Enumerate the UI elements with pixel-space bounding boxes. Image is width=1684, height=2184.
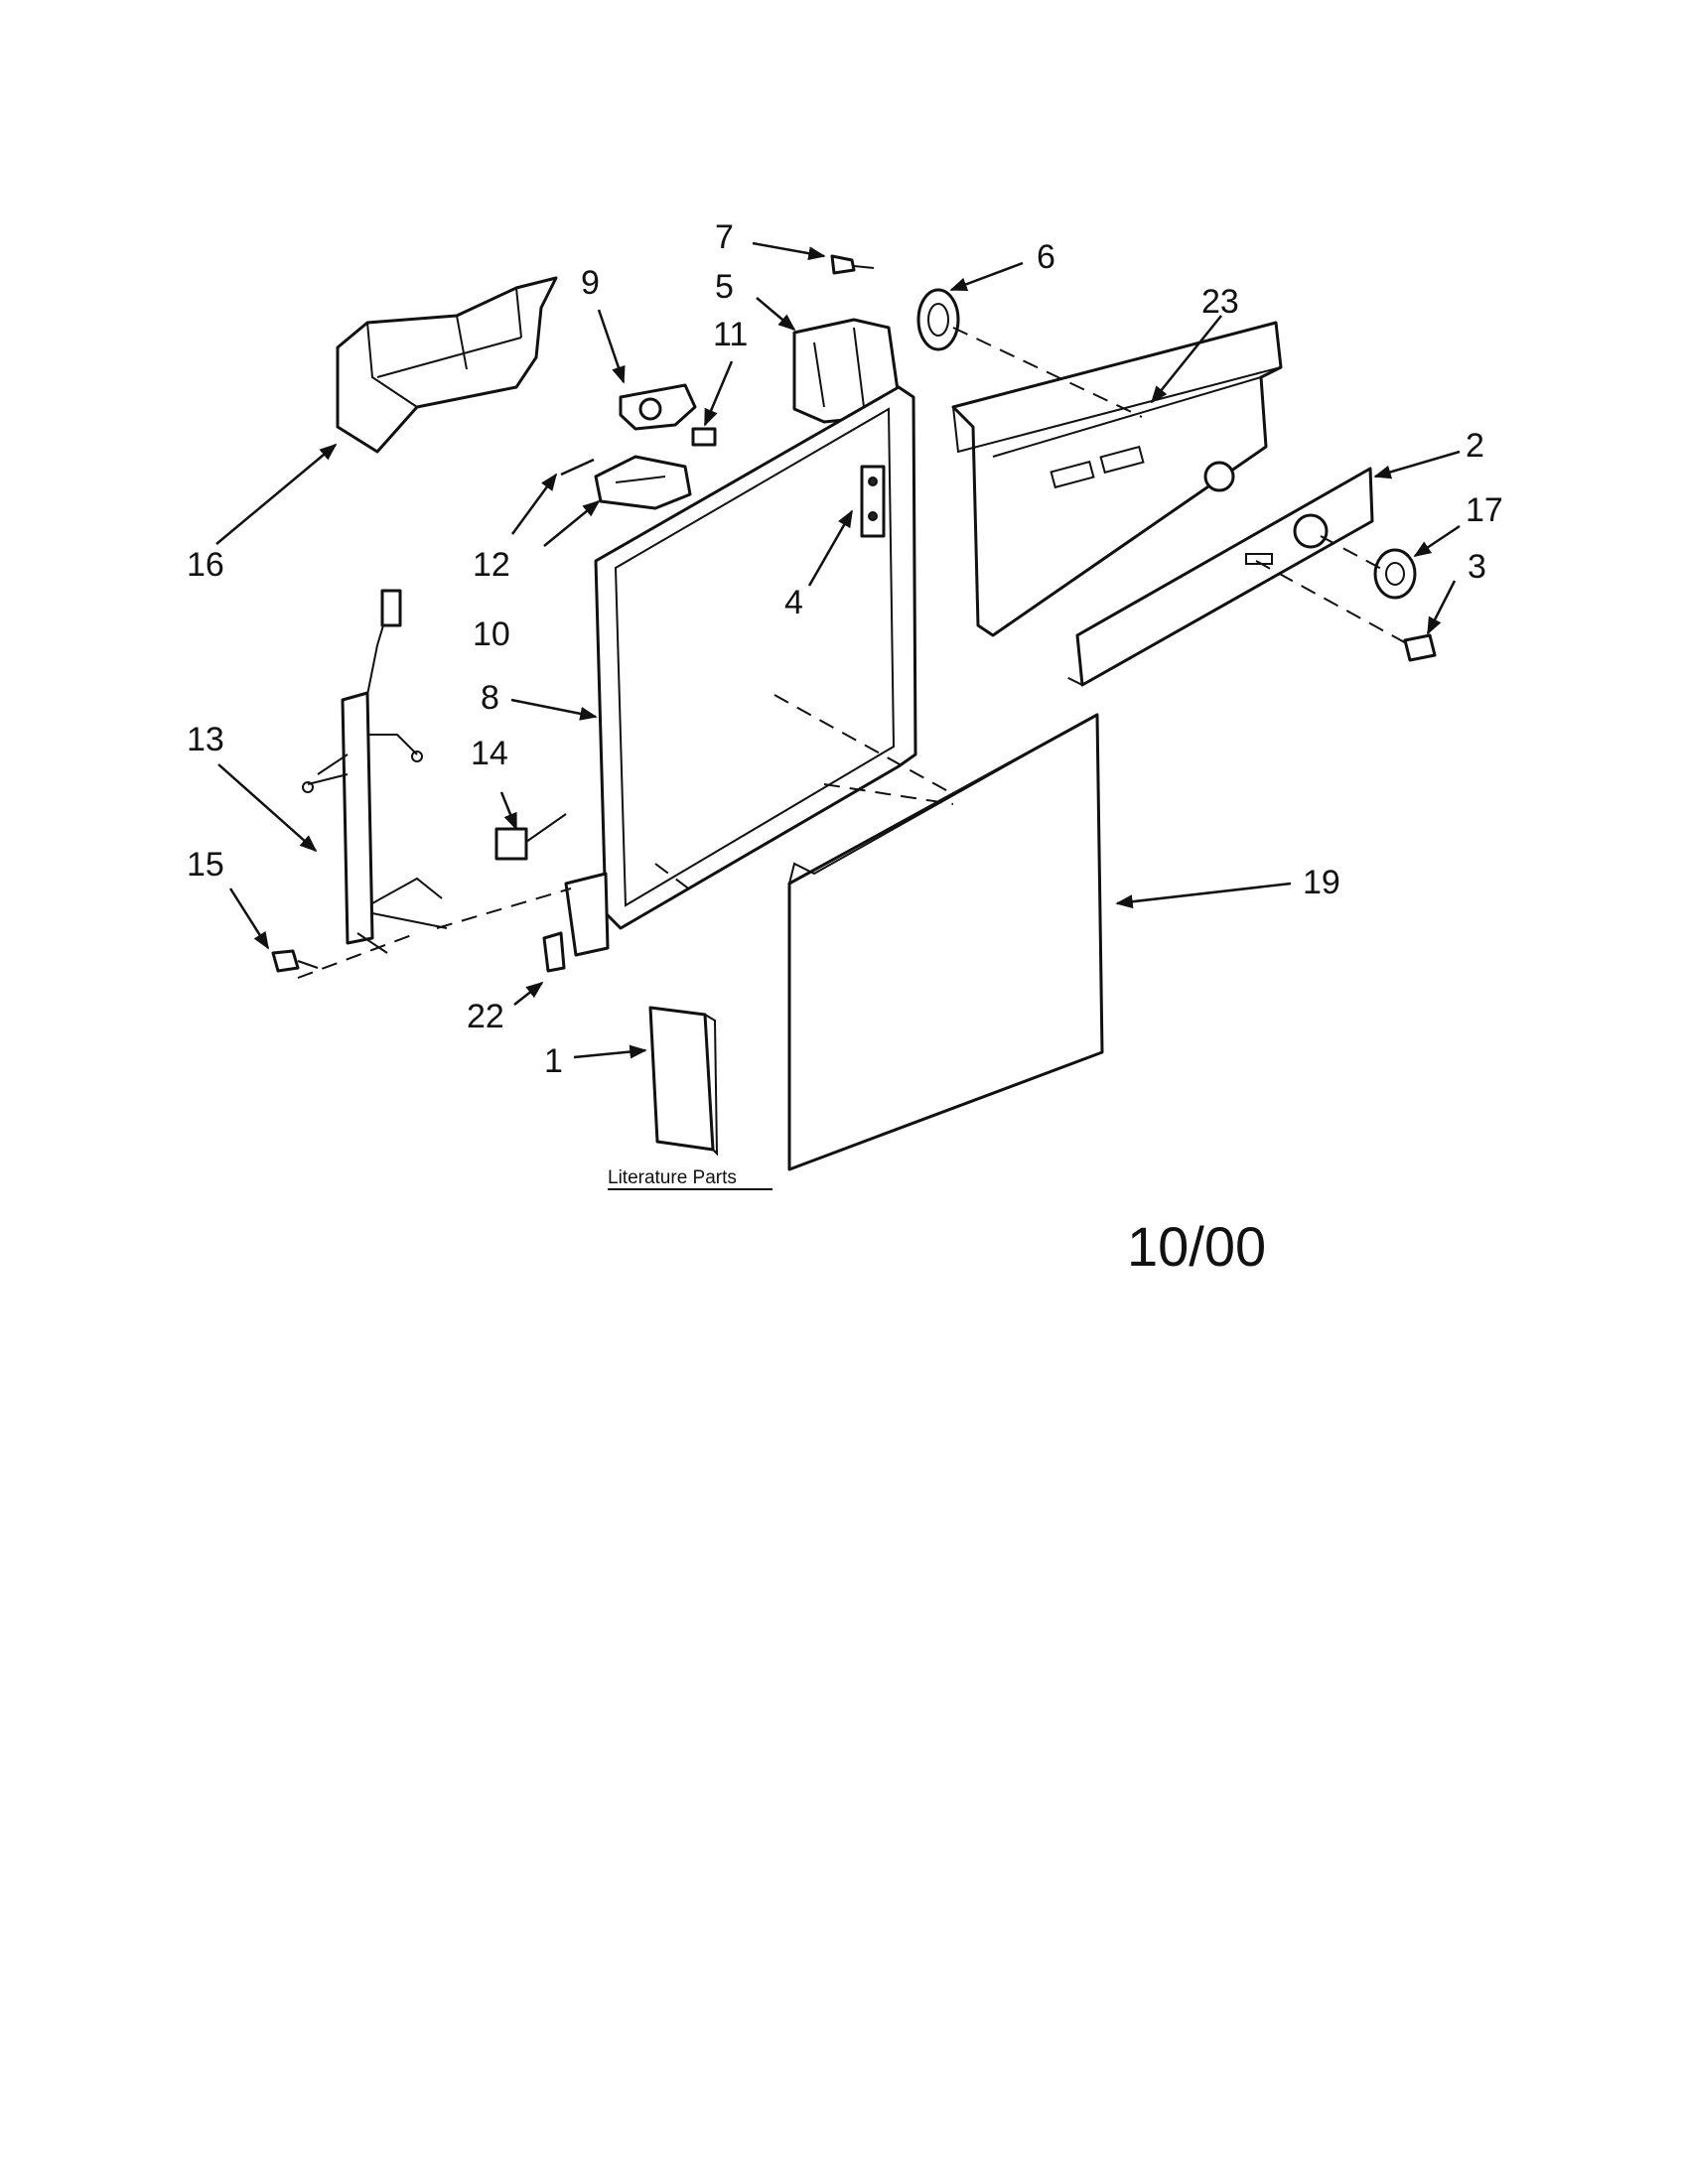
label-3: 3	[1468, 548, 1486, 586]
part-2-overlay	[1075, 467, 1374, 687]
part-23-control-panel	[951, 321, 1283, 637]
label-14: 14	[471, 735, 508, 772]
part-16-cover	[336, 276, 558, 454]
label-8: 8	[481, 679, 499, 717]
part-19-outer-panel	[787, 713, 1104, 1171]
label-4: 4	[784, 584, 803, 621]
label-5: 5	[715, 268, 734, 306]
part-22-clip	[542, 931, 566, 973]
leader-arrows	[215, 241, 1461, 1059]
part-9-latch	[619, 383, 697, 431]
part-4-hinge	[860, 465, 886, 538]
label-11: 11	[713, 316, 748, 353]
part-11-switch	[691, 427, 717, 447]
part-7-screw	[830, 254, 875, 275]
label-15: 15	[187, 846, 224, 884]
part-1-literature	[648, 1006, 719, 1157]
label-19: 19	[1303, 864, 1340, 901]
part-15-screw	[271, 949, 319, 973]
label-17: 17	[1466, 491, 1503, 529]
label-6: 6	[1037, 238, 1055, 276]
part-13-wire-harness	[302, 589, 448, 954]
part-3-switch	[1403, 633, 1437, 662]
label-16: 16	[187, 546, 224, 584]
label-1: 1	[544, 1042, 563, 1080]
literature-parts-caption: Literature Parts	[608, 1167, 737, 1188]
label-22: 22	[467, 998, 504, 1035]
label-23: 23	[1201, 283, 1239, 321]
label-12: 12	[473, 546, 510, 584]
part-14-fuse	[494, 813, 567, 861]
label-10: 10	[473, 615, 510, 653]
part-10-strike	[594, 455, 692, 510]
part-12-pin	[560, 458, 595, 477]
assembly-lines	[297, 327, 1411, 979]
label-2: 2	[1466, 427, 1484, 465]
label-7: 7	[715, 218, 734, 256]
part-6-knob-dial	[916, 288, 960, 351]
part-17-knob	[1373, 548, 1417, 600]
label-9: 9	[581, 264, 600, 302]
part-8-door-frame	[564, 385, 917, 957]
label-13: 13	[187, 721, 224, 758]
part-labels: 7 6 9 5 23 11 2 17 16 12 3 4 10 8 13 14 …	[187, 218, 1503, 1080]
date-code: 10/00	[1127, 1215, 1266, 1278]
